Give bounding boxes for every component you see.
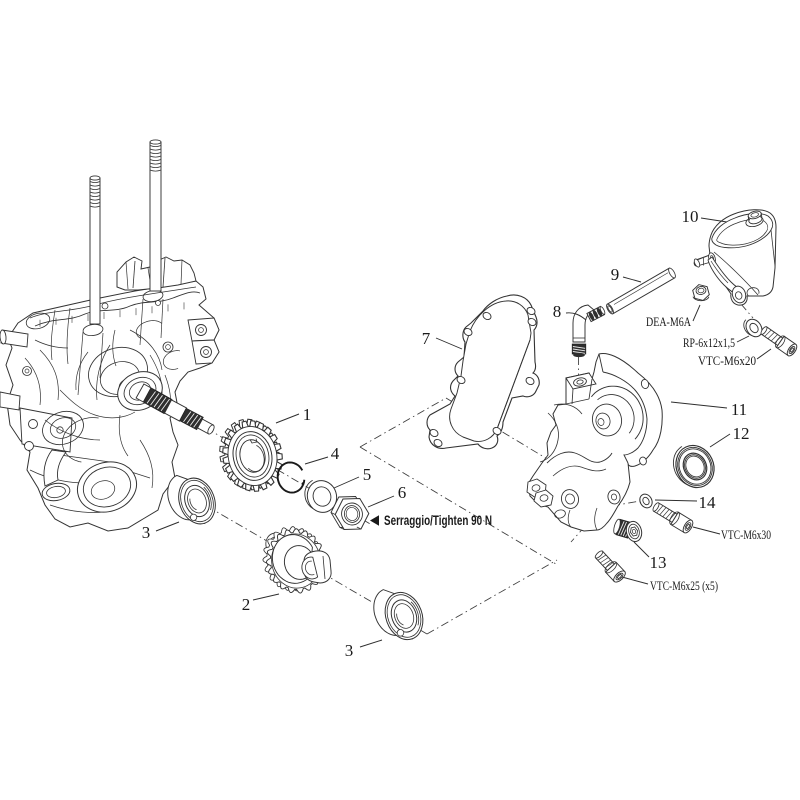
svg-text:DEA-M6A: DEA-M6A: [646, 315, 691, 329]
svg-text:7: 7: [422, 329, 431, 348]
svg-text:VTC-M6x25 (x5): VTC-M6x25 (x5): [650, 579, 718, 593]
svg-text:Serraggio/Tighten 90 N: Serraggio/Tighten 90 N: [384, 512, 492, 528]
svg-text:3: 3: [345, 641, 354, 660]
svg-text:12: 12: [733, 424, 750, 443]
svg-text:6: 6: [398, 483, 407, 502]
svg-text:VTC-M6x20: VTC-M6x20: [698, 354, 756, 368]
svg-text:RP-6x12x1,5: RP-6x12x1,5: [683, 336, 735, 350]
svg-text:1: 1: [303, 405, 312, 424]
svg-text:14: 14: [699, 493, 717, 512]
svg-text:8: 8: [553, 302, 562, 321]
svg-text:VTC-M6x30: VTC-M6x30: [721, 528, 771, 542]
svg-text:2: 2: [242, 595, 251, 614]
svg-text:9: 9: [611, 265, 620, 284]
svg-text:10: 10: [682, 207, 699, 226]
svg-text:4: 4: [331, 444, 340, 463]
svg-text:3: 3: [142, 523, 151, 542]
svg-text:5: 5: [363, 465, 372, 484]
svg-text:13: 13: [650, 553, 667, 572]
svg-text:11: 11: [731, 400, 747, 419]
